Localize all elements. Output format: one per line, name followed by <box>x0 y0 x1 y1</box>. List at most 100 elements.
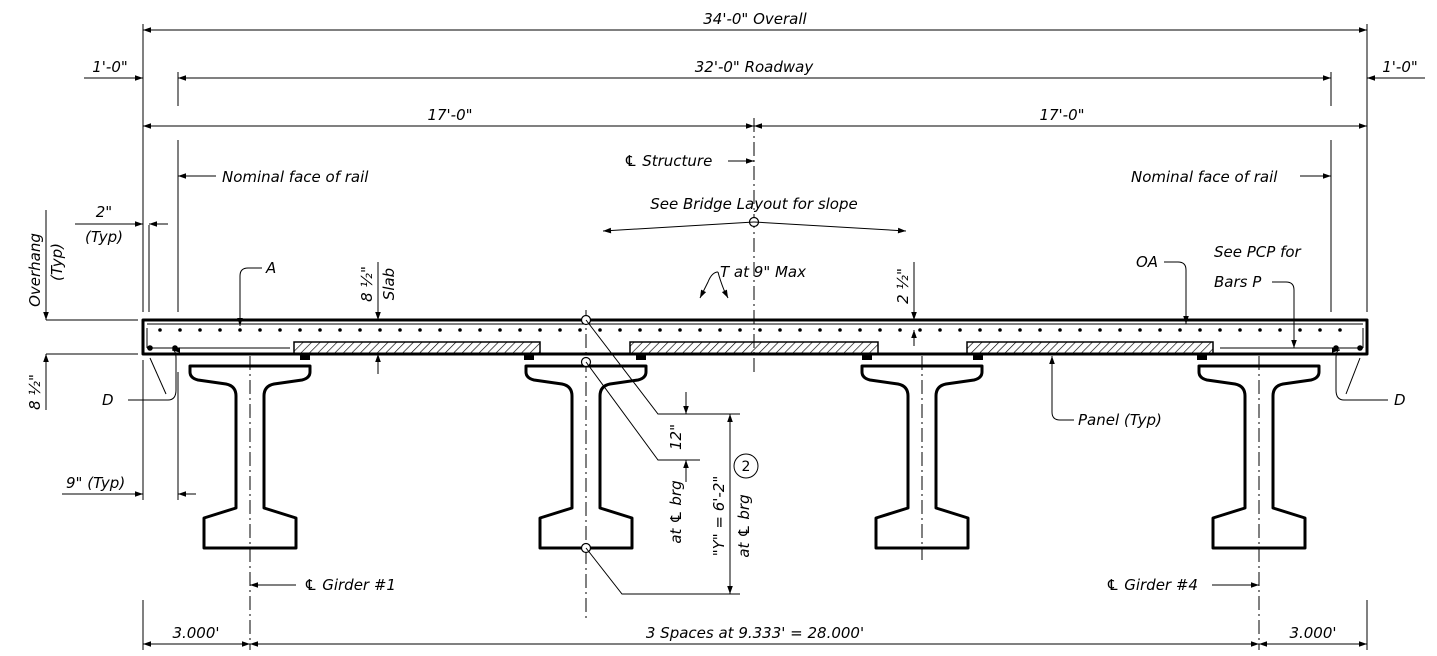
rebar-dot <box>1258 328 1262 332</box>
rebar-dot <box>718 328 722 332</box>
rebar-dot <box>158 328 162 332</box>
haunch-label: 8 ½" <box>26 374 44 410</box>
rebar-dot <box>318 328 322 332</box>
at-cl-brg-2-label: at ℄ brg <box>735 494 753 557</box>
rebar-dot <box>458 328 462 332</box>
rebar-dot <box>298 328 302 332</box>
rebar-dot <box>378 328 382 332</box>
bar-d-right-label: D <box>1394 391 1406 409</box>
girder-4 <box>1197 364 1321 550</box>
rebar-dot <box>878 328 882 332</box>
rebar-dot <box>1318 328 1322 332</box>
face-rail-right-label: Nominal face of rail <box>1131 168 1278 186</box>
rebar-dot <box>818 328 822 332</box>
overhang-label: Overhang <box>26 233 44 307</box>
rebar-dot <box>1098 328 1102 332</box>
rebar-dot <box>438 328 442 332</box>
right-edge-dimension: 1'-0" <box>1382 58 1418 76</box>
girder-2 <box>524 364 648 550</box>
rebar-dot <box>898 328 902 332</box>
rebar-dot <box>618 328 622 332</box>
cover-label: 2 ½" <box>894 268 912 304</box>
panel-label: Panel (Typ) <box>1078 411 1162 429</box>
overall-dimension: 34'-0" Overall <box>703 10 807 28</box>
rebar-dot <box>1198 328 1202 332</box>
rebar-dot <box>538 328 542 332</box>
pcp-line2-label: Bars P <box>1214 273 1262 291</box>
slab-thickness-label: 8 ½" <box>358 266 376 302</box>
rebar-dot <box>1178 328 1182 332</box>
rebar-dot <box>178 328 182 332</box>
typ-label: (Typ) <box>85 228 123 246</box>
rebar-dot <box>698 328 702 332</box>
slope-label: See Bridge Layout for slope <box>650 195 857 213</box>
bar-d-dot <box>1333 345 1339 351</box>
rebar-dot <box>238 328 242 332</box>
leader-lines <box>128 158 1388 595</box>
left-edge-dimension: 1'-0" <box>92 58 128 76</box>
y-value-label: "Y" = 6'-2" <box>710 476 728 557</box>
nine-inch-label: 9" (Typ) <box>66 474 125 492</box>
bar-a-label: A <box>265 259 276 277</box>
rebar-dot <box>418 328 422 332</box>
extension-lines <box>46 24 1368 650</box>
rebar-dot <box>198 328 202 332</box>
overhang-typ-label: (Typ) <box>48 243 66 281</box>
girder-3 <box>860 364 984 550</box>
cl-girder-4-label: ℄ Girder #4 <box>1106 576 1198 594</box>
rebar-dot <box>1278 328 1282 332</box>
bar-d-dot <box>147 345 153 351</box>
dimension-lines <box>43 27 1425 647</box>
rebar-dot <box>498 328 502 332</box>
rebar-dot <box>938 328 942 332</box>
rebar-dot <box>1018 328 1022 332</box>
cl-structure-label: ℄ Structure <box>624 152 712 170</box>
rebar-dot <box>678 328 682 332</box>
note-number-label: 2 <box>742 459 751 475</box>
girders <box>188 364 1321 550</box>
callout-text: ℄ Structure Nominal face of rail Nominal… <box>26 152 1406 594</box>
rebar-dot <box>1038 328 1042 332</box>
rebar-dot <box>658 328 662 332</box>
face-rail-left-label: Nominal face of rail <box>222 168 369 186</box>
rebar-dot <box>1138 328 1142 332</box>
roadway-dimension: 32'-0" Roadway <box>695 58 815 76</box>
at-cl-brg-label: at ℄ brg <box>667 480 685 543</box>
bar-oa-label: OA <box>1136 253 1158 271</box>
rebar-dot <box>1158 328 1162 332</box>
rebar-dot <box>778 328 782 332</box>
rebar-dot <box>258 328 262 332</box>
bar-d-left-label: D <box>102 391 114 409</box>
rebar-dot <box>1218 328 1222 332</box>
rebar-dot <box>858 328 862 332</box>
rebar-dot <box>1338 328 1342 332</box>
rebar-dot <box>398 328 402 332</box>
rebar-dot <box>558 328 562 332</box>
rebar-dot <box>918 328 922 332</box>
rebar-dot <box>1238 328 1242 332</box>
spaces-dimension: 3 Spaces at 9.333' = 28.000' <box>646 624 864 642</box>
precast-panels <box>293 341 1214 360</box>
right-overhang-dimension: 3.000' <box>1289 624 1336 642</box>
girder-1 <box>188 364 312 550</box>
rebar-dot <box>358 328 362 332</box>
pcp-line1-label: See PCP for <box>1214 243 1302 261</box>
rebar-dot <box>1078 328 1082 332</box>
cl-girder-1-label: ℄ Girder #1 <box>304 576 396 594</box>
rebar-dot <box>218 328 222 332</box>
rebar-dot <box>758 328 762 332</box>
rebar-dot <box>1058 328 1062 332</box>
deck-slab <box>141 318 1369 356</box>
right-half-dimension: 17'-0" <box>1039 106 1084 124</box>
rebar-dot <box>598 328 602 332</box>
rebar-dot <box>998 328 1002 332</box>
two-inch-label: 2" <box>96 203 112 221</box>
dimension-text: 34'-0" Overall 32'-0" Roadway 1'-0" 1'-0… <box>92 10 1418 642</box>
bar-t-label: T at 9" Max <box>720 263 806 281</box>
slab-label: Slab <box>380 268 398 300</box>
rebar-dot <box>478 328 482 332</box>
rebar-dot <box>578 328 582 332</box>
rebar-dot <box>638 328 642 332</box>
left-half-dimension: 17'-0" <box>427 106 472 124</box>
